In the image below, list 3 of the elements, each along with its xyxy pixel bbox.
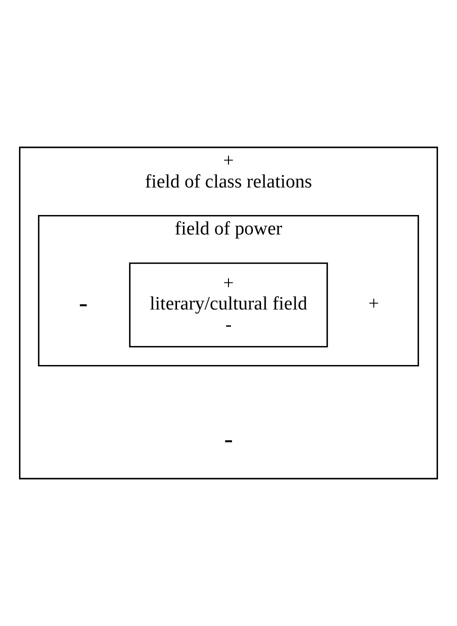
- node-label: +: [368, 294, 380, 315]
- node-box: + literary/cultural field -: [129, 262, 328, 348]
- node-label: -: [78, 287, 88, 318]
